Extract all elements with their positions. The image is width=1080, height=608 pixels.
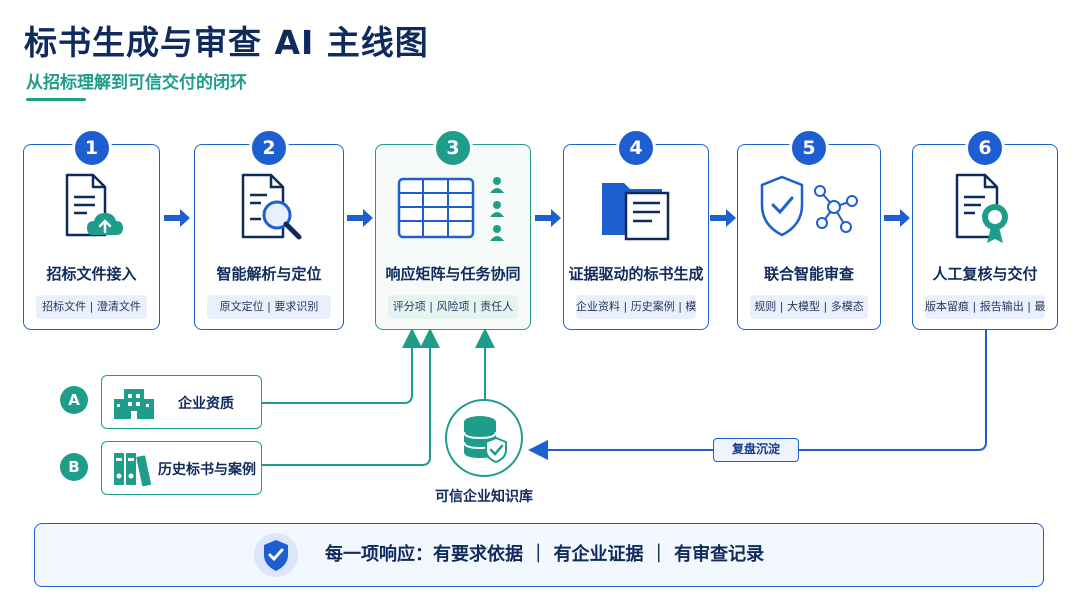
step-tags: 原文定位 | 要求识别 <box>207 295 331 319</box>
source-badge-a: A <box>60 386 88 414</box>
page-subtitle: 从招标理解到可信交付的闭环 <box>26 73 247 93</box>
step-title: 人工复核与交付 <box>932 265 1038 283</box>
flow-arrow-icon <box>884 209 910 227</box>
matrix-table-people-icon <box>376 171 530 251</box>
feedback-label: 复盘沉淀 <box>713 438 799 462</box>
connector-a <box>262 328 422 404</box>
source-label: 企业资质 <box>178 396 234 412</box>
principle-banner: 每一项响应：有要求依据 ｜ 有企业证据 ｜ 有审查记录 <box>34 523 1044 587</box>
step-tags: 招标文件 | 澄清文件 <box>36 295 147 319</box>
document-magnifier-icon <box>195 171 343 251</box>
step-card-4: 4 证据驱动的标书生成 企业资料 | 历史案例 | 模板 <box>563 128 709 330</box>
step-tags: 规则 | 大模型 | 多模态 <box>750 295 868 319</box>
step-number: 5 <box>789 128 829 168</box>
shield-network-icon <box>738 171 880 251</box>
step-tags: 企业资料 | 历史案例 | 模板 <box>576 295 696 319</box>
step-card-1: 1 招标文件接入 招标文件 | 澄清文件 <box>23 128 160 330</box>
step-title: 联合智能审查 <box>763 265 854 283</box>
knowledge-base-label: 可信企业知识库 <box>435 489 533 505</box>
step-number: 4 <box>616 128 656 168</box>
source-badge-b: B <box>60 453 88 481</box>
source-label: 历史标书与案例 <box>158 462 256 478</box>
flow-arrow-icon <box>164 209 190 227</box>
step-card-5: 5 联合智能审查 规则 | 大模型 | 多模态 <box>737 128 881 330</box>
source-box-enterprise-qualification: 企业资质 <box>101 375 262 429</box>
flow-arrow-icon <box>535 209 561 227</box>
step-title: 证据驱动的标书生成 <box>568 265 704 283</box>
check-shield-icon <box>253 532 299 582</box>
document-cloud-upload-icon <box>24 171 159 251</box>
step-card-6: 6 人工复核与交付 版本留痕 | 报告输出 | 最终定稿 <box>912 128 1058 330</box>
connector-b <box>262 328 440 466</box>
source-box-historical-bids: 历史标书与案例 <box>101 441 262 495</box>
document-certificate-icon <box>913 171 1057 251</box>
connector-feedback <box>528 330 987 460</box>
step-number: 6 <box>965 128 1005 168</box>
step-tags: 版本留痕 | 报告输出 | 最终定稿 <box>925 295 1045 319</box>
principle-text: 每一项响应：有要求依据 ｜ 有企业证据 ｜ 有审查记录 <box>325 544 765 565</box>
subtitle-underline <box>26 98 86 101</box>
knowledge-base-node <box>445 399 523 477</box>
flow-arrow-icon <box>710 209 736 227</box>
folder-documents-icon <box>564 171 708 251</box>
step-tags: 评分项 | 风险项 | 责任人 <box>388 295 518 319</box>
step-number: 1 <box>71 128 112 168</box>
step-title: 招标文件接入 <box>46 265 137 283</box>
database-shield-icon <box>463 416 507 464</box>
step-number: 3 <box>433 128 473 168</box>
building-icon <box>112 385 156 425</box>
step-title: 智能解析与定位 <box>216 265 322 283</box>
step-card-3: 3 响应矩阵与任务协同 评分项 | 风险项 | 责任人 <box>375 128 531 330</box>
binders-icon <box>112 450 154 492</box>
step-card-2: 2 智能解析与定位 原文定位 | 要求识别 <box>194 128 344 330</box>
step-title: 响应矩阵与任务协同 <box>385 265 521 283</box>
step-number: 2 <box>249 128 289 168</box>
flow-arrow-icon <box>347 209 373 227</box>
page-title: 标书生成与审查 AI 主线图 <box>24 23 429 62</box>
